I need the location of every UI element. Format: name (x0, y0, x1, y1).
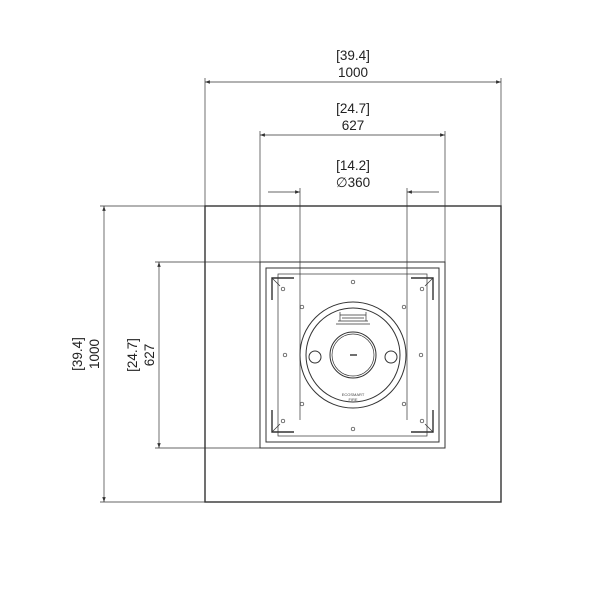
dimension-label-mm: 1000 (87, 339, 102, 369)
dimension-top-opening: [24.7] 627 (259, 101, 446, 262)
bracket-diagonal (424, 277, 434, 287)
burner-fuel-opening-rim (331, 333, 375, 377)
opening-outer-edge (259, 261, 446, 449)
burner-brand-sublabel: FIRE (348, 397, 357, 402)
dimension-label-inches: [39.4] (70, 337, 85, 371)
burner-tray (277, 273, 428, 437)
screw (419, 286, 425, 292)
screws (280, 279, 425, 432)
screw (350, 426, 356, 432)
dimension-label-inches: [24.7] (336, 101, 370, 116)
bracket-diagonal (271, 423, 281, 433)
control-knob-left (308, 350, 322, 364)
opening-inner-edge (265, 267, 440, 443)
screw (282, 352, 288, 358)
fire-pit-outer-body (204, 205, 502, 503)
screw (280, 286, 286, 292)
screw (280, 418, 286, 424)
screw (401, 304, 407, 310)
burner-fuel-opening (329, 331, 377, 379)
screw (299, 304, 305, 310)
screw (401, 401, 407, 407)
dimension-left-outer: [39.4] 1000 (70, 205, 205, 503)
dimension-top-outer: [39.4] 1000 (204, 48, 502, 206)
burner: ECOSMART FIRE (299, 301, 407, 409)
screw (299, 401, 305, 407)
warning-plate (336, 312, 370, 325)
screw (418, 352, 424, 358)
dimension-label-inches: [39.4] (336, 48, 370, 63)
fire-pit-opening (259, 261, 446, 449)
bracket-diagonal (271, 277, 281, 287)
burner-outer-ring (299, 301, 407, 409)
dimension-label-inches: [14.2] (336, 158, 370, 173)
burner-inner-ring (305, 307, 401, 403)
dimension-label-inches: [24.7] (125, 338, 140, 372)
screw (350, 279, 356, 285)
dimension-top-burner: [14.2] ∅360 (268, 158, 439, 420)
bracket-diagonal (424, 423, 434, 433)
dimension-label-mm: 627 (342, 118, 365, 133)
screw (419, 418, 425, 424)
dimension-label-mm: ∅360 (336, 175, 370, 190)
control-knob-right (384, 350, 398, 364)
dimension-left-opening: [24.7] 627 (125, 261, 262, 449)
burner-brand-label: ECOSMART (342, 392, 365, 397)
dimension-label-mm: 627 (142, 344, 157, 367)
dimension-label-mm: 1000 (338, 65, 368, 80)
